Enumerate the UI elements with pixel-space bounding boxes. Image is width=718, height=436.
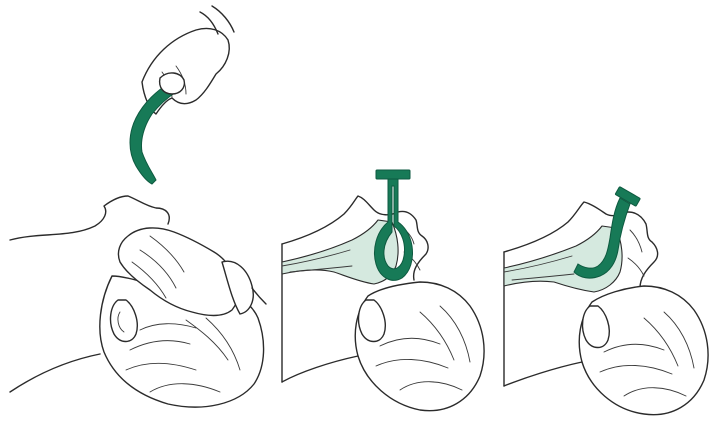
panel-3-in-place <box>504 187 708 415</box>
panel-1-insertion <box>10 6 266 407</box>
airway-flange <box>376 170 410 179</box>
patient-head <box>579 286 708 415</box>
patient-shoulder-outline <box>10 354 100 392</box>
panel-2-rotation <box>282 170 484 411</box>
